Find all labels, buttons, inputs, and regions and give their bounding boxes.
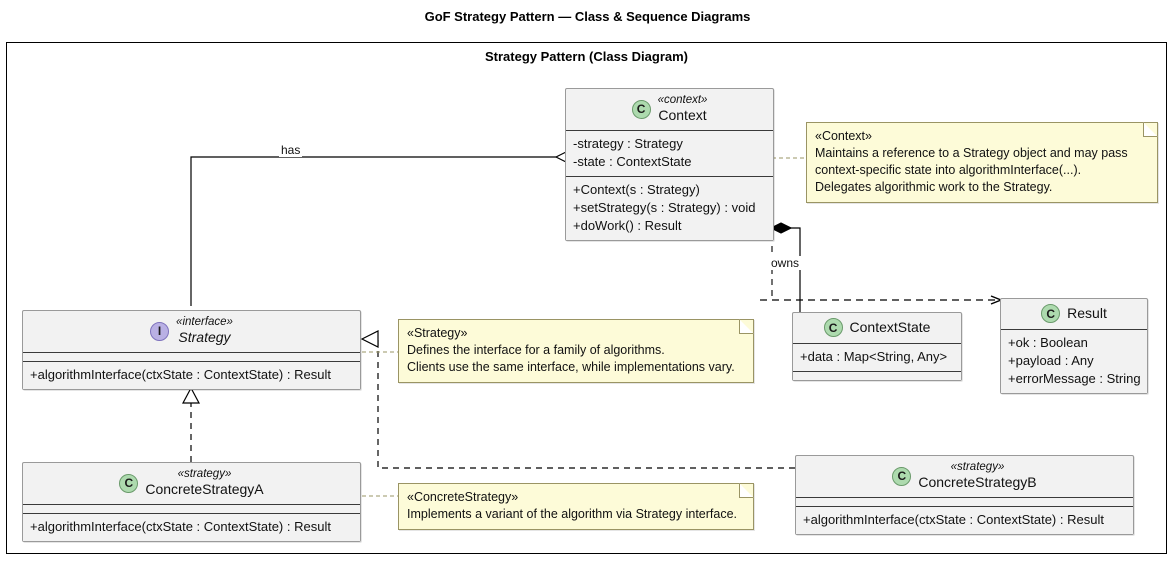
- note-concretestrategy: «ConcreteStrategy» Implements a variant …: [398, 483, 754, 530]
- class-result-name: Result: [1067, 305, 1107, 321]
- attribute-row: +ok : Boolean: [1008, 335, 1088, 350]
- operation-row: +algorithmInterface(ctxState : ContextSt…: [803, 512, 1104, 527]
- note-context: «Context» Maintains a reference to a Str…: [806, 122, 1158, 203]
- class-context-header: C «context» Context: [566, 89, 773, 130]
- class-contextstate-attributes: +data : Map<String, Any>: [793, 343, 961, 371]
- class-icon: C: [631, 99, 651, 119]
- class-contextstate-header: C ContextState: [793, 313, 961, 343]
- class-icon: C: [892, 466, 912, 486]
- class-result[interactable]: C Result +ok : Boolean +payload : Any +e…: [1000, 298, 1148, 394]
- page-title: GoF Strategy Pattern — Class & Sequence …: [424, 9, 751, 24]
- interface-icon: I: [150, 321, 170, 341]
- note-line: «Context»: [815, 129, 872, 143]
- class-concretestrategya-attributes: [23, 504, 360, 513]
- class-concretestrategyb-stereotype: «strategy»: [950, 461, 1005, 473]
- class-concretestrategya-name: ConcreteStrategyA: [145, 481, 264, 497]
- frame-title: Strategy Pattern (Class Diagram): [484, 49, 688, 64]
- class-icon: C: [823, 318, 843, 337]
- class-result-header: C Result: [1001, 299, 1147, 329]
- edge-label-owns: owns: [769, 256, 802, 270]
- class-icon: C: [1041, 304, 1061, 323]
- class-icon: C: [119, 473, 139, 493]
- operation-row: +algorithmInterface(ctxState : ContextSt…: [30, 367, 331, 382]
- edge-label-has: has: [279, 143, 303, 157]
- note-fold-corner: [739, 483, 754, 498]
- class-concretestrategyb-header: C «strategy» ConcreteStrategyB: [796, 456, 1133, 497]
- class-concretestrategya-header: C «strategy» ConcreteStrategyA: [23, 463, 360, 504]
- attribute-row: +data : Map<String, Any>: [800, 349, 948, 364]
- note-line: «ConcreteStrategy»: [407, 490, 519, 504]
- class-strategy-name: Strategy: [178, 329, 231, 345]
- note-line: context-specific state into algorithmInt…: [815, 163, 1082, 177]
- note-strategy: «Strategy» Defines the interface for a f…: [398, 319, 754, 383]
- class-contextstate-name: ContextState: [849, 319, 931, 335]
- class-concretestrategyb-attributes: [796, 497, 1133, 506]
- attribute-row: -state : ContextState: [573, 154, 692, 169]
- class-context[interactable]: C «context» Context -strategy : Strategy…: [565, 88, 774, 241]
- class-concretestrategyb-name: ConcreteStrategyB: [918, 474, 1037, 490]
- operation-row: +Context(s : Strategy): [573, 182, 700, 197]
- class-result-attributes: +ok : Boolean +payload : Any +errorMessa…: [1001, 329, 1147, 393]
- class-concretestrategya[interactable]: C «strategy» ConcreteStrategyA +algorith…: [22, 462, 361, 542]
- operation-row: +algorithmInterface(ctxState : ContextSt…: [30, 519, 331, 534]
- note-line: Clients use the same interface, while im…: [407, 360, 735, 374]
- class-strategy-attributes: [23, 352, 360, 361]
- class-context-stereotype: «context»: [657, 94, 708, 106]
- note-fold-corner: [1143, 122, 1158, 137]
- note-fold-corner: [739, 319, 754, 334]
- note-line: «Strategy»: [407, 326, 468, 340]
- attribute-row: +payload : Any: [1008, 353, 1094, 368]
- note-line: Defines the interface for a family of al…: [407, 343, 665, 357]
- class-strategy-header: I «interface» Strategy: [23, 311, 360, 352]
- class-concretestrategya-operations: +algorithmInterface(ctxState : ContextSt…: [23, 513, 360, 541]
- class-strategy[interactable]: I «interface» Strategy +algorithmInterfa…: [22, 310, 361, 390]
- operation-row: +doWork() : Result: [573, 218, 682, 233]
- class-contextstate-operations: [793, 371, 961, 380]
- note-line: Maintains a reference to a Strategy obje…: [815, 146, 1128, 160]
- attribute-row: +errorMessage : String: [1008, 371, 1141, 386]
- class-concretestrategyb[interactable]: C «strategy» ConcreteStrategyB +algorith…: [795, 455, 1134, 535]
- class-strategy-operations: +algorithmInterface(ctxState : ContextSt…: [23, 361, 360, 389]
- class-context-operations: +Context(s : Strategy) +setStrategy(s : …: [566, 176, 773, 240]
- class-context-name: Context: [658, 107, 707, 123]
- class-concretestrategyb-operations: +algorithmInterface(ctxState : ContextSt…: [796, 506, 1133, 534]
- class-contextstate[interactable]: C ContextState +data : Map<String, Any>: [792, 312, 962, 381]
- note-line: Delegates algorithmic work to the Strate…: [815, 180, 1053, 194]
- attribute-row: -strategy : Strategy: [573, 136, 683, 151]
- class-strategy-stereotype: «interface»: [176, 316, 233, 328]
- operation-row: +setStrategy(s : Strategy) : void: [573, 200, 756, 215]
- class-concretestrategya-stereotype: «strategy»: [177, 468, 232, 480]
- class-context-attributes: -strategy : Strategy -state : ContextSta…: [566, 130, 773, 176]
- note-line: Implements a variant of the algorithm vi…: [407, 507, 738, 521]
